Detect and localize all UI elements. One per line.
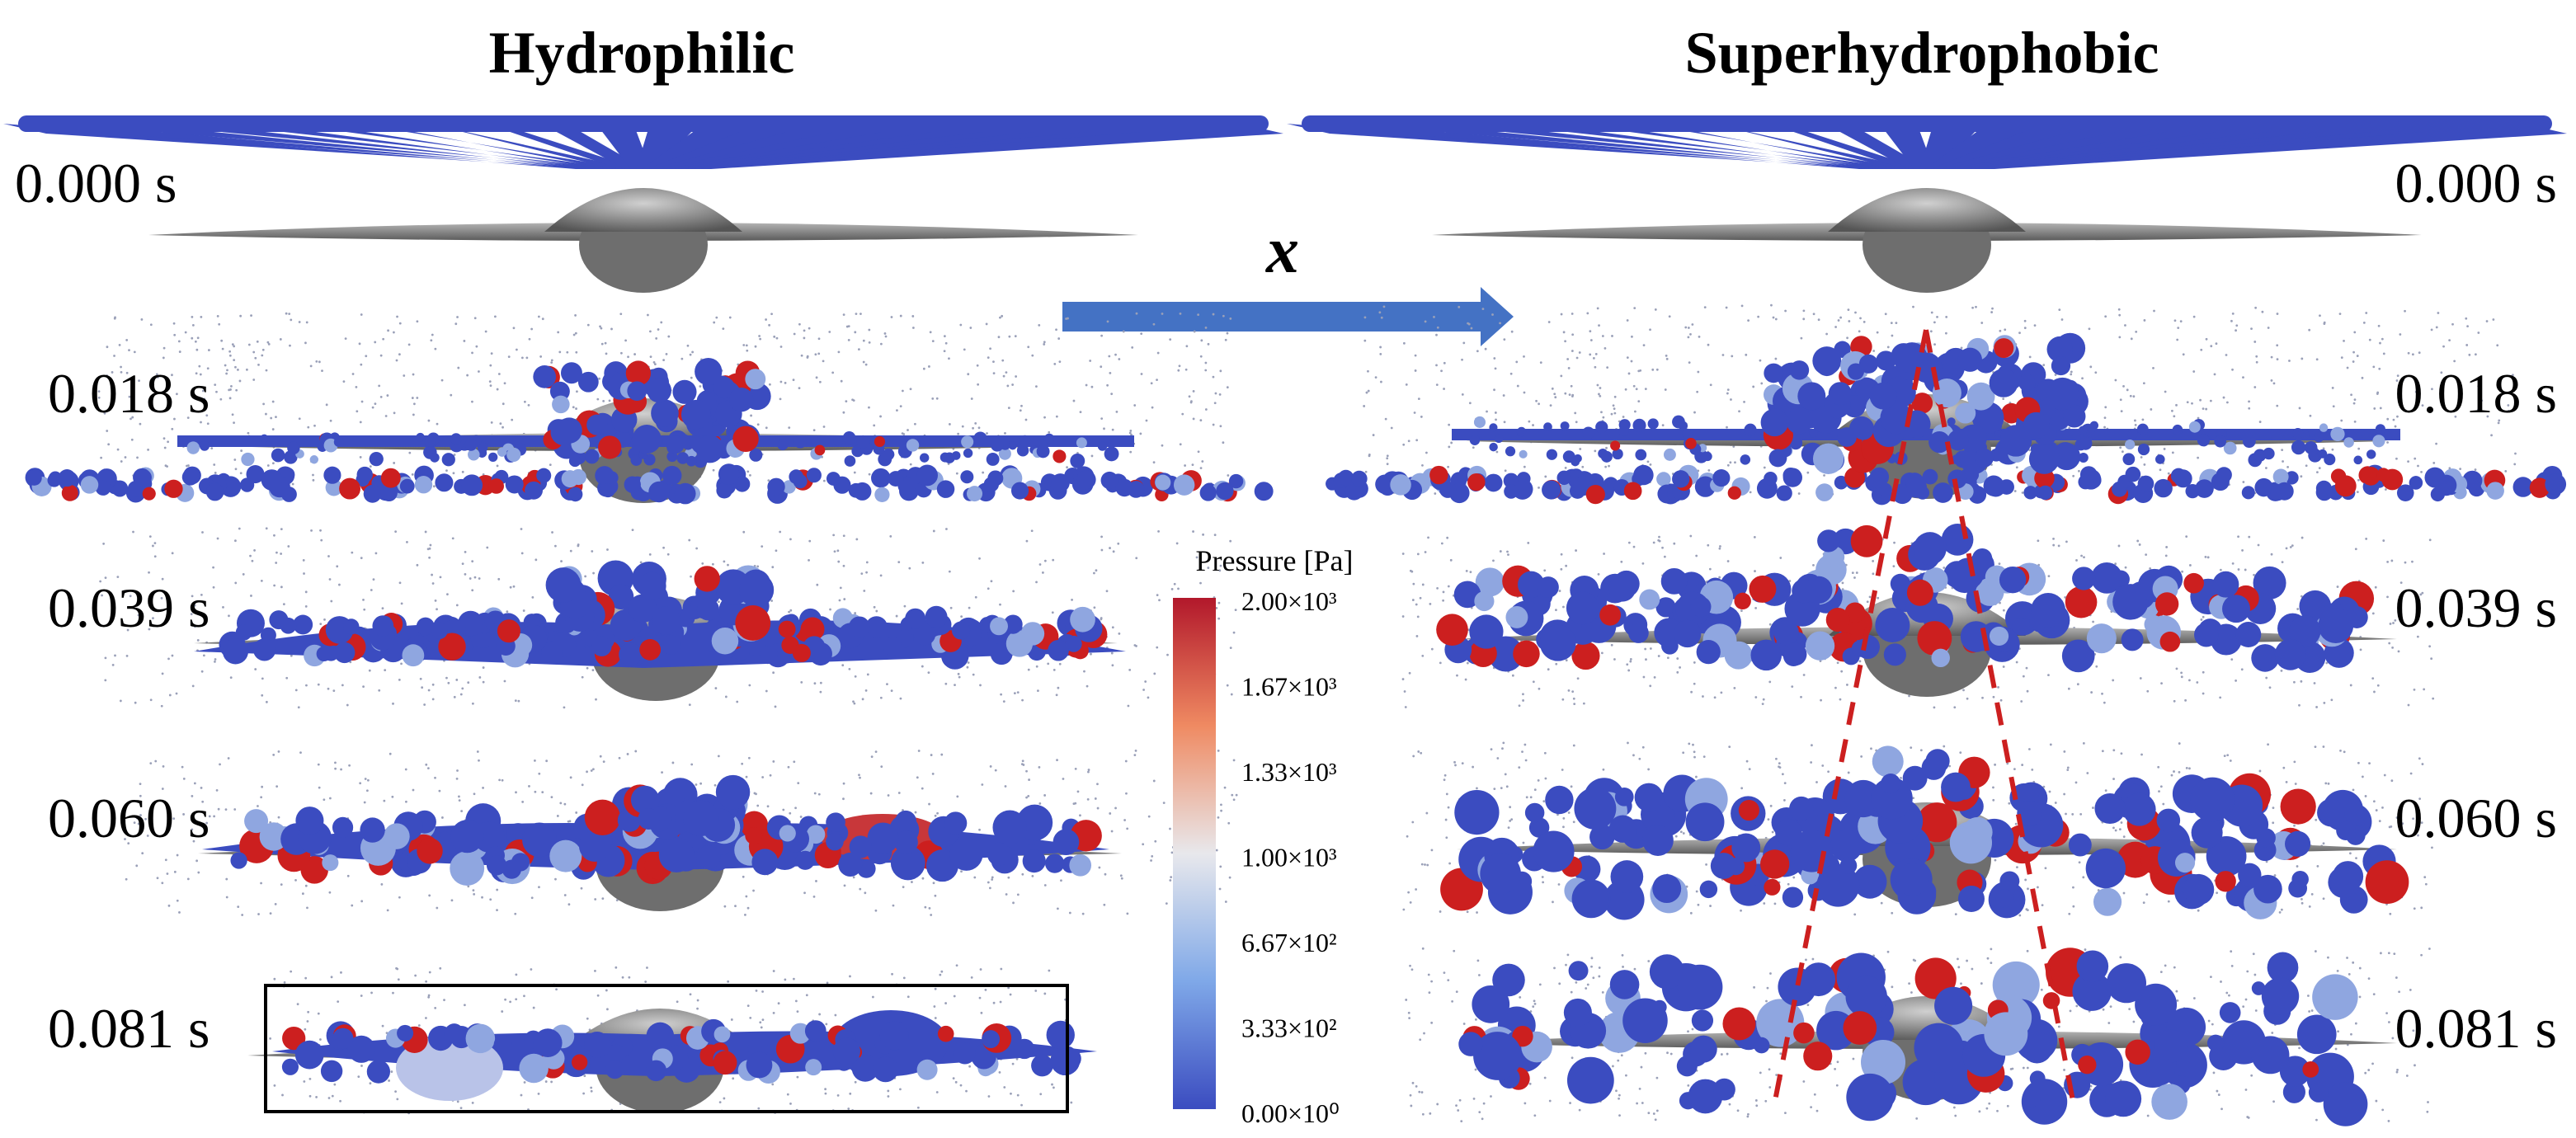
time-label-right: 0.081 s [2395, 997, 2557, 1060]
colorbar-title: Pressure [Pa] [1196, 544, 1354, 577]
frame-0000 [3, 115, 1283, 293]
frame-superhydrophobic-0039 [1401, 524, 2435, 709]
liquid-sheet-fan [1287, 115, 2567, 169]
colorbar-gradient [1173, 598, 1216, 1109]
droplet-cluster [533, 357, 771, 463]
time-label-left: 0.018 s [48, 362, 210, 425]
time-label-left: 0.060 s [48, 787, 210, 849]
droplet-cluster [230, 803, 1102, 886]
x-direction-arrow [1062, 287, 1514, 346]
droplet-cluster [1792, 524, 2030, 606]
frame-hydrophilic-0081 [247, 964, 1097, 1115]
spreading-guide-lines [1771, 329, 2077, 1110]
guide-line-left [1771, 329, 1928, 1110]
time-label-left: 0.039 s [48, 576, 210, 639]
colorbar-tick: 0.00×10⁰ [1241, 1098, 1340, 1128]
droplet-cluster [1872, 745, 1990, 802]
colorbar-tick: 3.33×10² [1241, 1013, 1337, 1043]
heading-hydrophilic: Hydrophilic [489, 20, 795, 86]
colorbar-tick: 2.00×10³ [1241, 586, 1337, 616]
frame-hydrophilic-0018 [25, 312, 1274, 505]
time-label-right: 0.039 s [2395, 576, 2557, 639]
heading-superhydrophobic: Superhydrophobic [1685, 20, 2159, 86]
droplet-cluster [1458, 948, 2368, 1126]
liquid-sheet-fan [3, 115, 1283, 169]
time-label-right: 0.000 s [2395, 152, 2557, 214]
droplet-cluster [1440, 773, 2409, 920]
frame-superhydrophobic-0081 [1405, 947, 2431, 1126]
spacecraft-body [1432, 188, 2422, 293]
time-label-right: 0.018 s [2395, 362, 2557, 425]
droplet-cluster [584, 774, 751, 849]
guide-line-right [1924, 329, 2077, 1110]
time-label-left: 0.000 s [15, 152, 177, 214]
time-labels: 0.000 s 0.000 s 0.018 s 0.018 s 0.039 s 0.039… [15, 152, 2557, 1060]
droplet-cluster [1326, 464, 2567, 506]
colorbar-tick: 1.33×10³ [1241, 757, 1337, 787]
spacecraft-body [148, 188, 1138, 293]
frame-0000 [1287, 115, 2567, 293]
highlight-box [264, 984, 1069, 1113]
droplet-cluster [25, 463, 1274, 505]
colorbar-tick: 1.00×10³ [1241, 843, 1337, 872]
frame-superhydrophobic-0018 [1326, 303, 2567, 506]
x-axis-label: x [1265, 214, 1299, 287]
frame-hydrophilic-0060 [124, 749, 1238, 916]
time-label-left: 0.081 s [48, 997, 210, 1060]
frame-hydrophilic-0039 [99, 527, 1237, 710]
colorbar-tick-labels: 2.00×10³ 1.67×10³ 1.33×10³ 1.00×10³ 6.67×10²… [1241, 586, 1340, 1128]
colorbar-tick: 1.67×10³ [1241, 672, 1337, 702]
droplet-cluster [545, 560, 775, 642]
colorbar-tick: 6.67×10² [1241, 928, 1337, 957]
droplet-cluster [186, 431, 1119, 468]
frame-superhydrophobic-0060 [1402, 741, 2433, 920]
droplet-cluster [1436, 562, 2375, 673]
time-label-right: 0.060 s [2395, 787, 2557, 849]
